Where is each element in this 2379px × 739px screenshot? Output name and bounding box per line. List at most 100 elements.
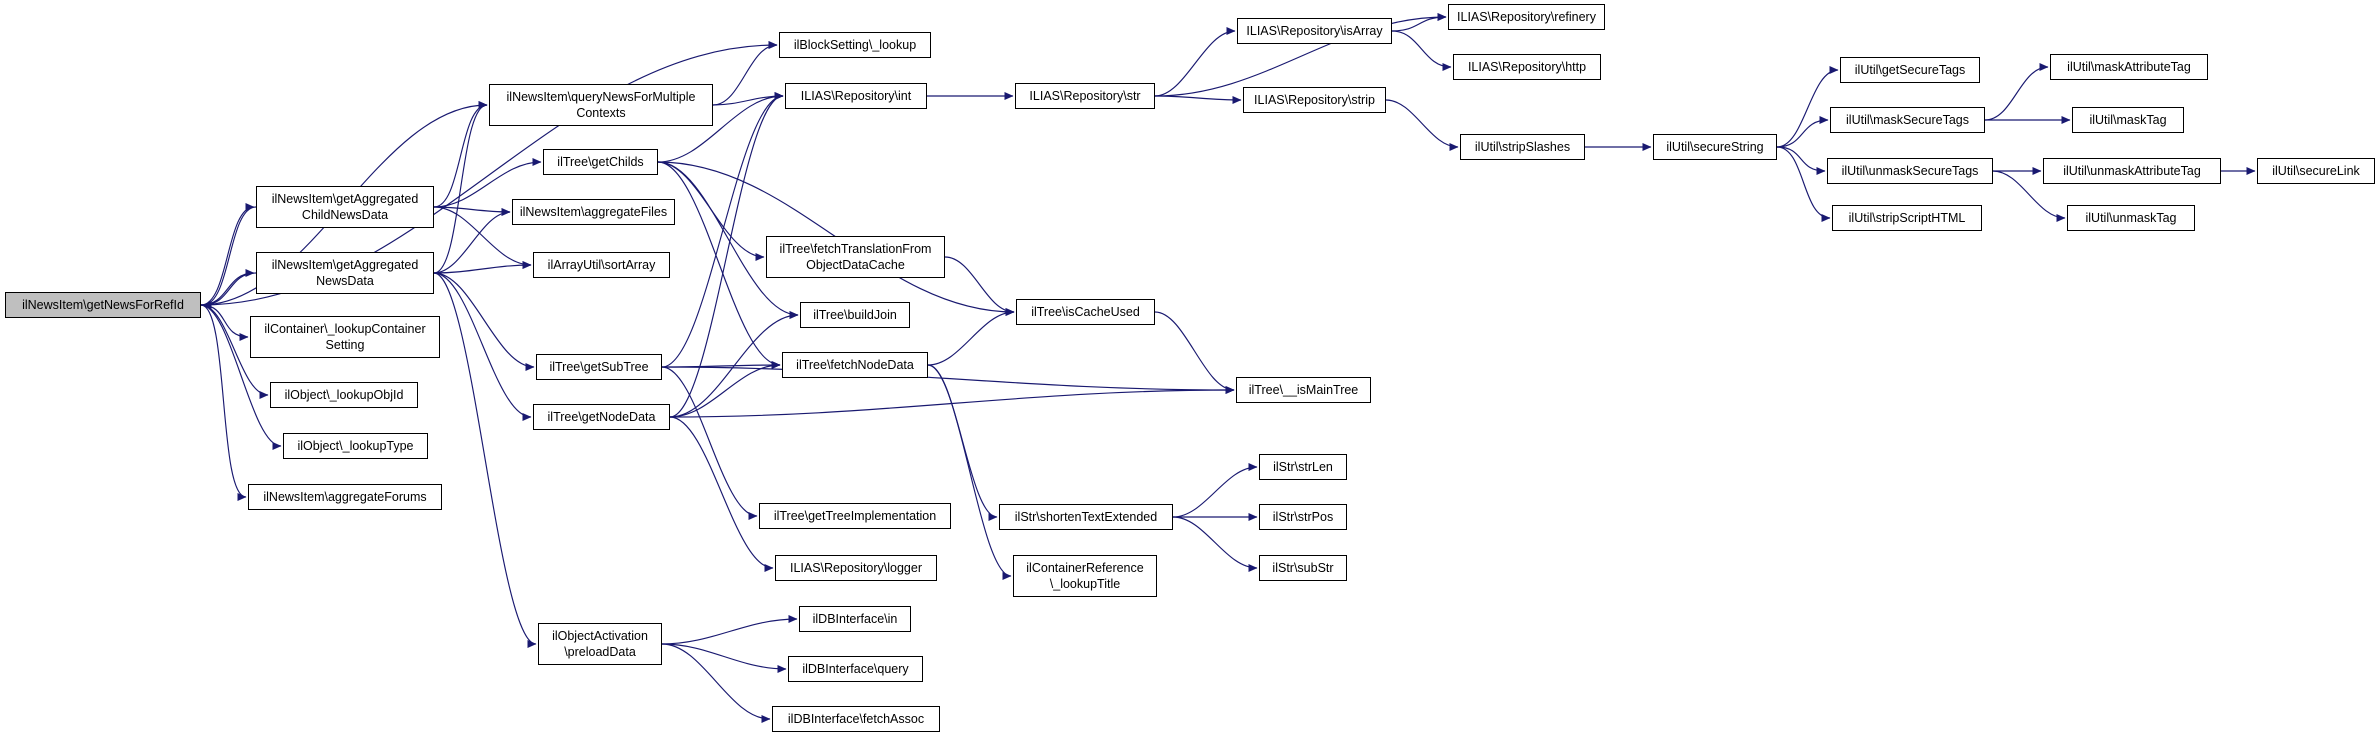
node-label: ilStr\shortenTextExtended bbox=[1014, 510, 1158, 524]
graph-node-strip_script_html[interactable]: ilUtil\stripScriptHTML bbox=[1832, 205, 1982, 231]
node-label: ILIAS\Repository\logger bbox=[789, 561, 922, 575]
node-label: ilUtil\unmaskSecureTags bbox=[1841, 164, 1979, 178]
edge-agg_child-to-query_news bbox=[433, 101, 488, 208]
edge-agg_news-to-preload_data bbox=[433, 272, 537, 648]
graph-node-secure_link[interactable]: ilUtil\secureLink bbox=[2257, 158, 2375, 184]
graph-node-repo_http[interactable]: ILIAS\Repository\http bbox=[1453, 54, 1601, 80]
node-label: ilObject\_lookupType bbox=[297, 439, 414, 453]
edge-mask_secure_tags-to-mask_attribute_tag bbox=[1984, 63, 2049, 121]
node-label: ObjectDataCache bbox=[806, 258, 905, 272]
node-label: ilTree\getSubTree bbox=[549, 360, 649, 374]
edge-agg_child-to-aggregate_files bbox=[433, 206, 511, 216]
graph-node-aggregate_forums[interactable]: ilNewsItem\aggregateForums bbox=[248, 484, 442, 510]
graph-node-is_cache_used[interactable]: ilTree\isCacheUsed bbox=[1016, 299, 1155, 325]
node-label: ILIAS\Repository\http bbox=[1467, 60, 1587, 74]
graph-node-get_tree_impl[interactable]: ilTree\getTreeImplementation bbox=[759, 503, 951, 529]
edge-shorten_text-to-str_len bbox=[1172, 463, 1258, 518]
node-label: ilTree\isCacheUsed bbox=[1031, 305, 1140, 319]
edge-agg_child-to-sort_array bbox=[433, 206, 532, 269]
edge-secure_string-to-mask_secure_tags bbox=[1776, 116, 1829, 148]
node-label: \preloadData bbox=[564, 645, 636, 659]
graph-node-str_len[interactable]: ilStr\strLen bbox=[1259, 454, 1347, 480]
edge-fetch_node_data-to-lookup_title bbox=[927, 364, 1012, 580]
graph-node-repo_int[interactable]: ILIAS\Repository\int bbox=[785, 83, 927, 109]
graph-node-db_query[interactable]: ilDBInterface\query bbox=[788, 656, 923, 682]
graph-node-repo_logger[interactable]: ILIAS\Repository\logger bbox=[775, 555, 937, 581]
node-label: ilTree\fetchTranslationFrom bbox=[779, 242, 932, 256]
edge-get_node_data-to-fetch_node_data bbox=[669, 361, 781, 418]
edge-agg_news-to-get_sub_tree bbox=[433, 272, 535, 371]
graph-node-mask_attribute_tag[interactable]: ilUtil\maskAttributeTag bbox=[2050, 54, 2208, 80]
graph-node-aggregate_files[interactable]: ilNewsItem\aggregateFiles bbox=[512, 199, 675, 225]
edge-get_childs-to-fetch_node_data bbox=[657, 161, 781, 369]
edge-get_childs-to-repo_int bbox=[657, 92, 784, 163]
edge-secure_string-to-get_secure_tags bbox=[1776, 66, 1839, 148]
graph-node-preload_data[interactable]: ilObjectActivation \preloadData bbox=[538, 623, 662, 665]
graph-node-get_secure_tags[interactable]: ilUtil\getSecureTags bbox=[1840, 57, 1980, 83]
node-label: ilContainer\_lookupContainer bbox=[264, 322, 426, 336]
edge-get_sub_tree-to-get_tree_impl bbox=[661, 366, 758, 520]
edge-get_node_data-to-build_join bbox=[669, 311, 799, 418]
edge-preload_data-to-db_query bbox=[661, 643, 787, 673]
node-label: ilObject\_lookupObjId bbox=[284, 388, 404, 402]
edge-secure_string-to-strip_script_html bbox=[1776, 146, 1831, 222]
graph-node-mask_tag[interactable]: ilUtil\maskTag bbox=[2072, 107, 2184, 133]
node-label: ChildNewsData bbox=[301, 208, 389, 222]
node-label: ilBlockSetting\_lookup bbox=[793, 38, 917, 52]
node-label: ilTree\getNodeData bbox=[547, 410, 656, 424]
node-label: ilUtil\maskSecureTags bbox=[1846, 113, 1969, 127]
graph-node-db_fetch_assoc[interactable]: ilDBInterface\fetchAssoc bbox=[772, 706, 940, 732]
graph-node-unmask_secure_tags[interactable]: ilUtil\unmaskSecureTags bbox=[1827, 158, 1993, 184]
graph-node-lookup_type[interactable]: ilObject\_lookupType bbox=[283, 433, 428, 459]
graph-node-db_in[interactable]: ilDBInterface\in bbox=[799, 606, 911, 632]
graph-node-build_join[interactable]: ilTree\buildJoin bbox=[800, 302, 910, 328]
graph-node-sub_str[interactable]: ilStr\subStr bbox=[1259, 555, 1347, 581]
edge-preload_data-to-db_in bbox=[661, 615, 798, 645]
graph-node-repo_is_array[interactable]: ILIAS\Repository\isArray bbox=[1237, 18, 1392, 44]
node-label: ILIAS\Repository\strip bbox=[1254, 93, 1375, 107]
graph-node-lookup_title[interactable]: ilContainerReference\_lookupTitle bbox=[1013, 555, 1157, 597]
graph-node-repo_refinery[interactable]: ILIAS\Repository\refinery bbox=[1448, 4, 1605, 30]
graph-node-sort_array[interactable]: ilArrayUtil\sortArray bbox=[533, 252, 670, 278]
graph-node-repo_str[interactable]: ILIAS\Repository\str bbox=[1015, 83, 1155, 109]
edge-repo_is_array-to-repo_http bbox=[1391, 30, 1452, 71]
node-label: ilUtil\secureString bbox=[1666, 140, 1764, 154]
graph-node-root[interactable]: ilNewsItem\getNewsForRefId bbox=[5, 292, 201, 318]
node-label: ilUtil\stripScriptHTML bbox=[1848, 211, 1966, 225]
edge-agg_news-to-get_node_data bbox=[433, 272, 532, 421]
node-label: ilArrayUtil\sortArray bbox=[547, 258, 656, 272]
edge-get_node_data-to-repo_int bbox=[669, 92, 784, 418]
edge-repo_str-to-repo_strip bbox=[1154, 95, 1242, 104]
node-label: ilObjectActivation bbox=[552, 629, 648, 643]
graph-node-repo_strip[interactable]: ILIAS\Repository\strip bbox=[1243, 87, 1386, 113]
graph-node-strip_slashes[interactable]: ilUtil\stripSlashes bbox=[1460, 134, 1585, 160]
edge-shorten_text-to-sub_str bbox=[1172, 516, 1258, 572]
graph-node-block_lookup[interactable]: ilBlockSetting\_lookup bbox=[779, 32, 931, 58]
edge-query_news-to-block_lookup bbox=[712, 41, 778, 106]
graph-node-str_pos[interactable]: ilStr\strPos bbox=[1259, 504, 1347, 530]
graph-node-get_childs[interactable]: ilTree\getChilds bbox=[543, 149, 658, 175]
graph-node-get_sub_tree[interactable]: ilTree\getSubTree bbox=[536, 354, 662, 380]
graph-node-fetch_node_data[interactable]: ilTree\fetchNodeData bbox=[782, 352, 928, 378]
node-label: ilTree\buildJoin bbox=[813, 308, 897, 322]
graph-node-lookup_obj_id[interactable]: ilObject\_lookupObjId bbox=[270, 382, 418, 408]
edge-agg_news-to-aggregate_files bbox=[433, 208, 511, 274]
graph-node-is_main_tree[interactable]: ilTree\__isMainTree bbox=[1236, 377, 1371, 403]
edge-agg_news-to-query_news bbox=[433, 101, 488, 274]
graph-node-shorten_text[interactable]: ilStr\shortenTextExtended bbox=[999, 504, 1173, 530]
graph-node-unmask_tag[interactable]: ilUtil\unmaskTag bbox=[2067, 205, 2195, 231]
graph-node-unmask_attribute_tag[interactable]: ilUtil\unmaskAttributeTag bbox=[2043, 158, 2221, 184]
graph-node-mask_secure_tags[interactable]: ilUtil\maskSecureTags bbox=[1830, 107, 1985, 133]
node-label: ilNewsItem\queryNewsForMultiple bbox=[506, 90, 696, 104]
graph-node-secure_string[interactable]: ilUtil\secureString bbox=[1653, 134, 1777, 160]
node-label: ilStr\strPos bbox=[1272, 510, 1334, 524]
node-label: ilDBInterface\query bbox=[802, 662, 909, 676]
graph-node-get_node_data[interactable]: ilTree\getNodeData bbox=[533, 404, 670, 430]
